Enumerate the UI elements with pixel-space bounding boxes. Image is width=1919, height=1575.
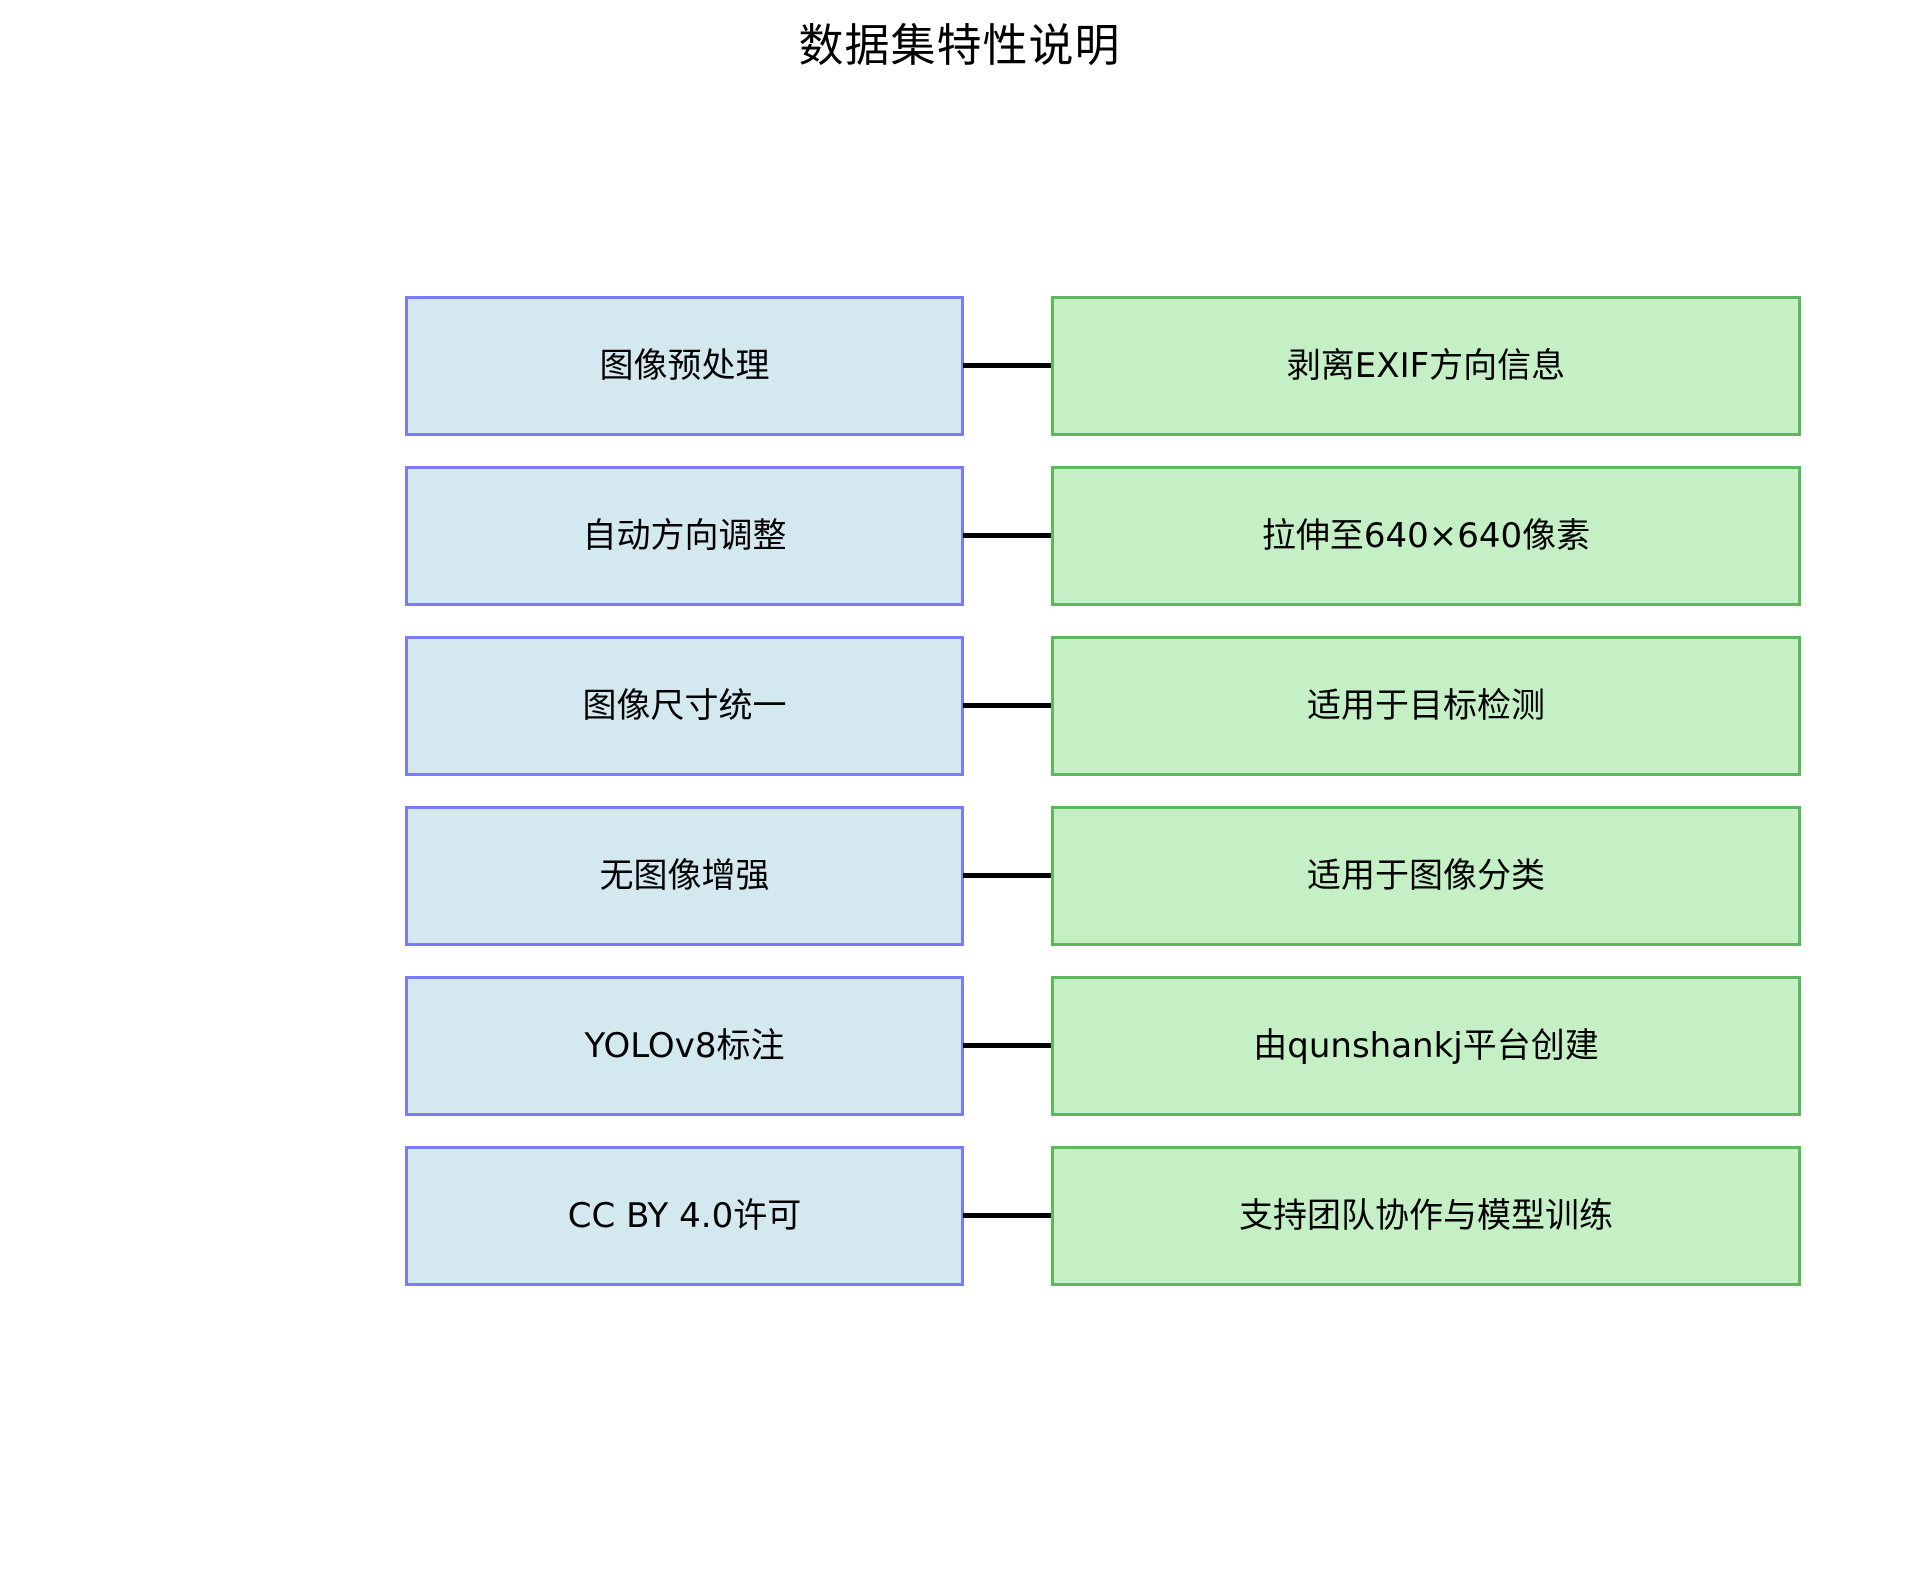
node-left-yolov8-annotation[interactable]: YOLOv8标注	[405, 976, 964, 1116]
node-right-stretch-640[interactable]: 拉伸至640×640像素	[1051, 466, 1801, 606]
node-right-team-collaboration[interactable]: 支持团队协作与模型训练	[1051, 1146, 1801, 1286]
node-right-strip-exif[interactable]: 剥离EXIF方向信息	[1051, 296, 1801, 436]
flow-row: YOLOv8标注 由qunshankj平台创建	[0, 976, 1919, 1116]
node-left-uniform-size[interactable]: 图像尺寸统一	[405, 636, 964, 776]
node-left-no-augmentation[interactable]: 无图像增强	[405, 806, 964, 946]
node-left-license[interactable]: CC BY 4.0许可	[405, 1146, 964, 1286]
node-label: 由qunshankj平台创建	[1253, 1026, 1599, 1066]
flow-row: CC BY 4.0许可 支持团队协作与模型训练	[0, 1146, 1919, 1286]
connector-line	[963, 533, 1053, 538]
connector-line	[963, 703, 1053, 708]
connector-line	[963, 363, 1053, 368]
connector-line	[963, 873, 1053, 878]
flow-row: 图像尺寸统一 适用于目标检测	[0, 636, 1919, 776]
node-right-created-by-platform[interactable]: 由qunshankj平台创建	[1051, 976, 1801, 1116]
page-title: 数据集特性说明	[798, 19, 1121, 72]
node-label: 剥离EXIF方向信息	[1286, 346, 1566, 386]
node-label: 支持团队协作与模型训练	[1239, 1196, 1613, 1236]
node-label: YOLOv8标注	[584, 1026, 785, 1066]
node-label: 图像尺寸统一	[582, 686, 787, 726]
node-right-object-detection[interactable]: 适用于目标检测	[1051, 636, 1801, 776]
flow-row: 无图像增强 适用于图像分类	[0, 806, 1919, 946]
node-label: 自动方向调整	[582, 516, 787, 556]
node-left-image-preprocessing[interactable]: 图像预处理	[405, 296, 964, 436]
flow-row: 图像预处理 剥离EXIF方向信息	[0, 296, 1919, 436]
node-right-image-classification[interactable]: 适用于图像分类	[1051, 806, 1801, 946]
node-left-auto-orient[interactable]: 自动方向调整	[405, 466, 964, 606]
node-label: 适用于图像分类	[1307, 856, 1545, 896]
node-label: 图像预处理	[599, 346, 770, 386]
flow-row: 自动方向调整 拉伸至640×640像素	[0, 466, 1919, 606]
connector-line	[963, 1213, 1053, 1218]
node-label: CC BY 4.0许可	[567, 1196, 802, 1236]
node-label: 适用于目标检测	[1307, 686, 1545, 726]
node-label: 拉伸至640×640像素	[1261, 516, 1591, 556]
node-label: 无图像增强	[599, 856, 770, 896]
connector-line	[963, 1043, 1053, 1048]
